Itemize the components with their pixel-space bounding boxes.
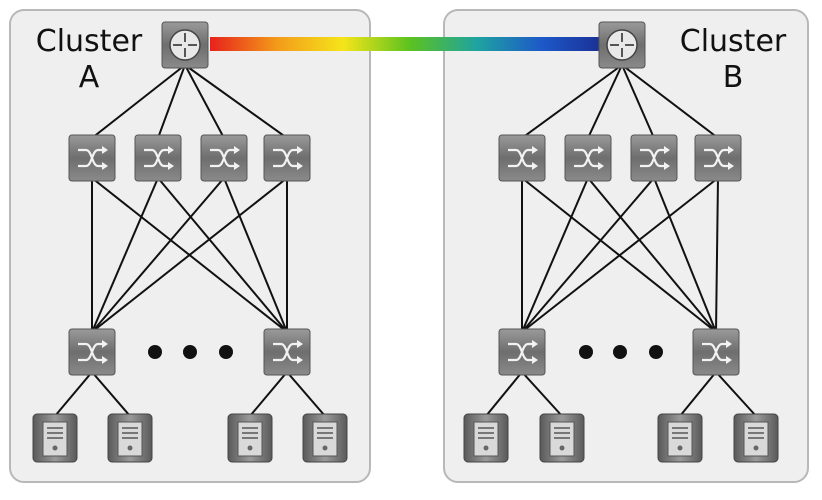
cluster-b-server-3-icon: [657, 413, 703, 463]
cluster-a-leaf-switch-2-icon: [263, 328, 311, 376]
cluster-b-spine-switch-1-icon: [498, 134, 546, 182]
cluster-a-server-4-icon: [302, 413, 348, 463]
cluster-a-label: Cluster A: [26, 24, 152, 96]
cluster-a-label-line2: A: [78, 60, 100, 95]
devices: [32, 21, 779, 463]
cluster-a-spine-switch-4-icon: [263, 134, 311, 182]
cluster-b-label-line2: B: [722, 60, 744, 95]
cluster-b-leaf-switch-2-icon: [692, 328, 740, 376]
cluster-a-server-1-icon: [32, 413, 78, 463]
cluster-a-spine-switch-1-icon: [68, 134, 116, 182]
cluster-b-label-line1: Cluster: [679, 24, 787, 59]
cluster-b-server-2-icon: [539, 413, 585, 463]
cluster-a-spine-switch-3-icon: [200, 134, 248, 182]
cluster-a-spine-switch-2-icon: [134, 134, 182, 182]
cluster-b-label: Cluster B: [670, 24, 796, 96]
cluster-a-label-line1: Cluster: [35, 24, 143, 59]
cluster-b-spine-switch-2-icon: [564, 134, 612, 182]
cluster-b-router-icon: [598, 21, 646, 69]
cluster-b-ellipsis-icon: [579, 345, 663, 359]
cluster-b-spine-switch-4-icon: [694, 134, 742, 182]
cluster-b-server-1-icon: [463, 413, 509, 463]
cluster-a-leaf-switch-1-icon: [68, 328, 116, 376]
cluster-a-server-2-icon: [107, 413, 153, 463]
cluster-b-server-4-icon: [733, 413, 779, 463]
connection-lines: [54, 64, 757, 417]
cluster-b-leaf-switch-1-icon: [498, 328, 546, 376]
inter-cluster-link: [210, 37, 610, 51]
cluster-a-ellipsis-icon: [148, 345, 233, 359]
cluster-a-router-icon: [161, 21, 209, 69]
cluster-a-server-3-icon: [227, 413, 273, 463]
cluster-b-spine-switch-3-icon: [630, 134, 678, 182]
